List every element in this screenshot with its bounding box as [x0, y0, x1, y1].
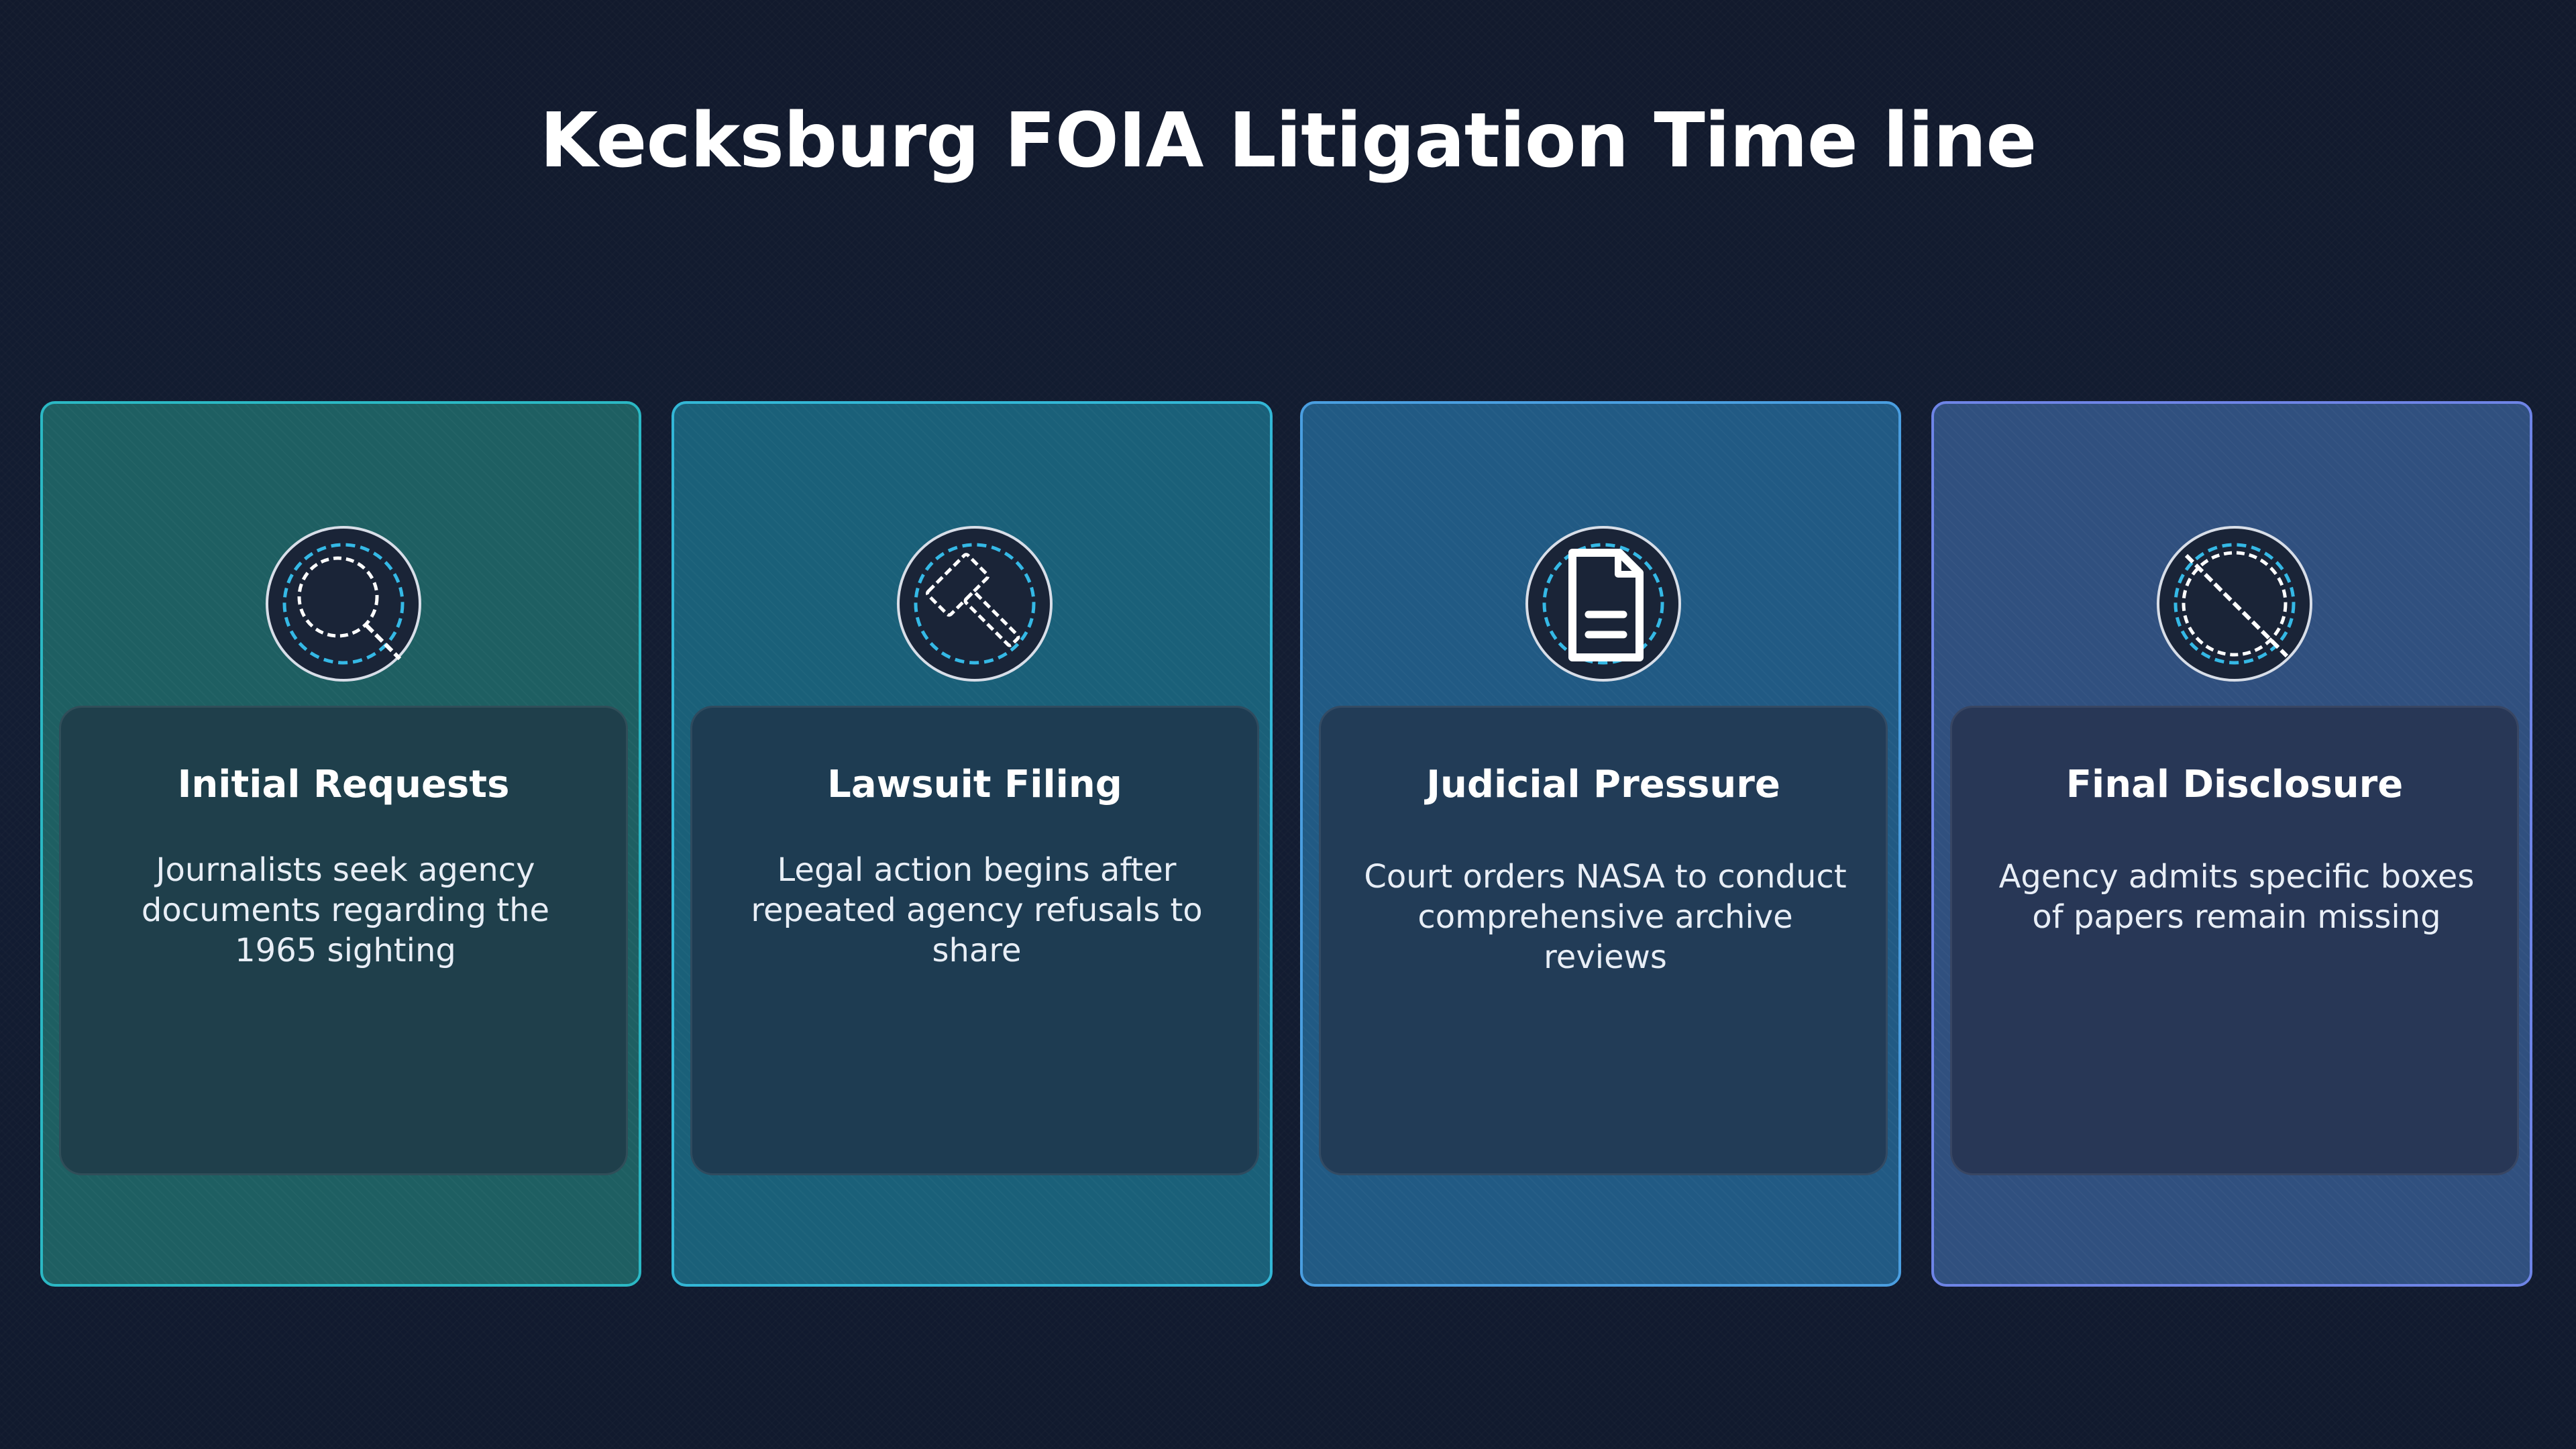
icon-badge: [2157, 526, 2312, 682]
timeline-card-final-disclosure: Final Disclosure Agency admits specific …: [1931, 401, 2532, 1287]
timeline-card-initial-requests: Initial Requests Journalists seek agency…: [40, 401, 641, 1287]
magnifier-icon: [282, 543, 405, 665]
page-title: Kecksburg FOIA Litigation Time line: [539, 97, 2037, 184]
card-title: Initial Requests: [177, 763, 510, 806]
card-description: Court orders NASA to conduct comprehensi…: [1364, 858, 1847, 976]
card-title: Judicial Pressure: [1426, 763, 1780, 806]
card-content-panel: Final Disclosure Agency admits specific …: [1950, 706, 2519, 1175]
icon-badge: [1525, 526, 1681, 682]
card-content-panel: Judicial Pressure Court orders NASA to c…: [1319, 706, 1888, 1175]
card-content-panel: Initial Requests Journalists seek agency…: [59, 706, 628, 1175]
icon-badge: [266, 526, 421, 682]
card-description: Agency admits specific boxes of papers r…: [1998, 858, 2475, 936]
card-title: Final Disclosure: [2065, 763, 2404, 806]
timeline-card-judicial-pressure: Judicial Pressure Court orders NASA to c…: [1300, 401, 1901, 1287]
timeline-card-lawsuit-filing: Lawsuit Filing Legal action begins after…: [672, 401, 1273, 1287]
icon-badge: [897, 526, 1053, 682]
card-content-panel: Lawsuit Filing Legal action begins after…: [690, 706, 1259, 1175]
gavel-icon: [914, 543, 1036, 665]
card-description: Journalists seek agency documents regard…: [141, 851, 550, 969]
prohibited-icon: [2174, 543, 2296, 665]
card-description: Legal action begins after repeated agenc…: [751, 851, 1203, 969]
document-icon: [1542, 543, 1664, 665]
card-title: Lawsuit Filing: [827, 763, 1122, 806]
